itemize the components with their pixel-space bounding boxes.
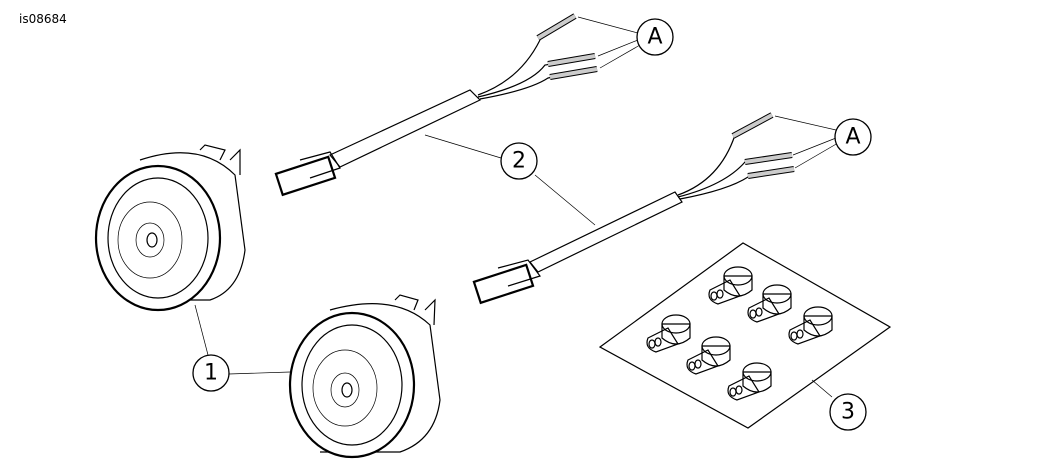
horn-upper	[94, 144, 246, 312]
svg-text:A: A	[845, 125, 860, 150]
svg-text:3: 3	[841, 400, 855, 425]
callout-a-top: A	[636, 18, 674, 56]
harness-upper	[274, 13, 598, 197]
leader-lines	[194, 16, 839, 398]
horn-lower	[288, 294, 441, 459]
splice-connector-kit	[598, 242, 892, 429]
splice-connector	[708, 266, 753, 305]
splice-connector	[747, 284, 792, 323]
splice-connector	[646, 314, 691, 353]
svg-text:A: A	[647, 25, 662, 50]
harness-lower	[472, 112, 795, 305]
callout-harness: 2	[500, 142, 538, 180]
splice-connector	[686, 336, 731, 375]
callout-connectors: 3	[829, 393, 867, 431]
callout-horn: 1	[192, 354, 230, 392]
figure-id: is08684	[19, 12, 67, 26]
svg-text:2: 2	[512, 149, 526, 174]
splice-connector	[727, 362, 772, 401]
splice-connector	[788, 306, 833, 345]
svg-text:1: 1	[204, 361, 218, 386]
callout-a-mid: A	[834, 118, 872, 156]
